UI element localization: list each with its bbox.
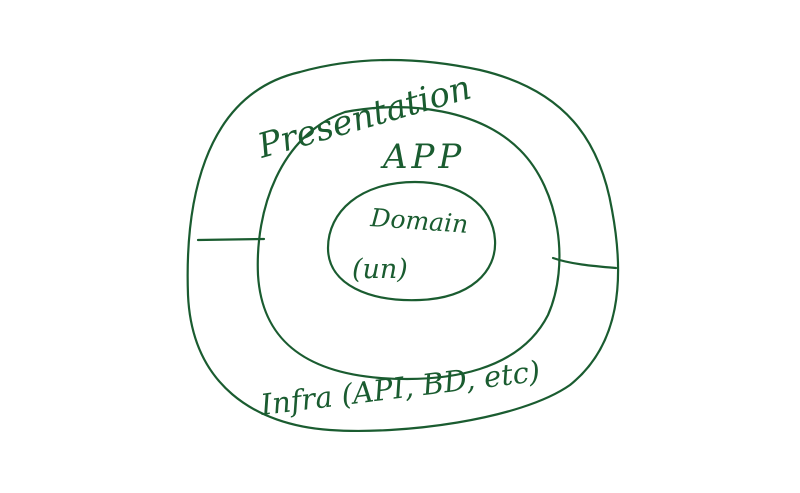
label-domain: Domain (369, 203, 470, 239)
outer-ring (186, 58, 620, 433)
middle-ring (256, 106, 561, 381)
inner-ring (326, 180, 497, 302)
left-divider-line (196, 237, 266, 242)
right-divider-line (551, 256, 618, 270)
label-domain-sub: (un) (352, 254, 408, 285)
label-infra: Infra (API, BD, etc) (258, 354, 542, 422)
label-app: APP (380, 137, 465, 177)
